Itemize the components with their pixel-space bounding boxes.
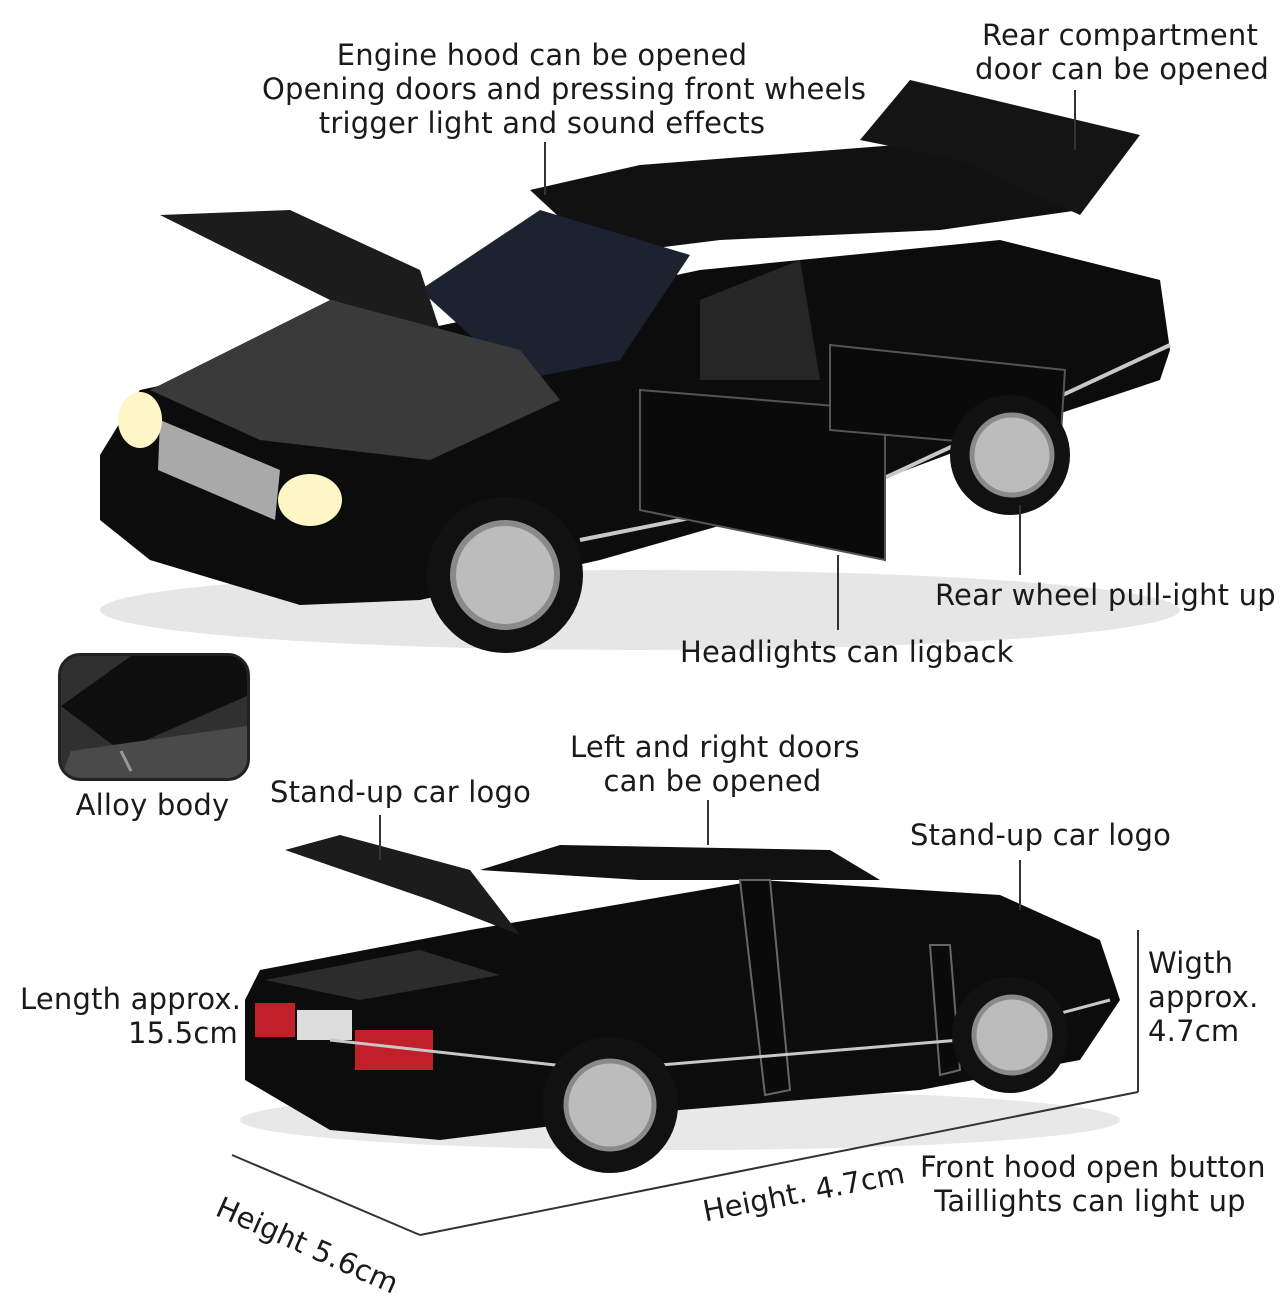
- label-line: Stand-up car logo: [910, 818, 1172, 852]
- label-logo-right: Stand-up car logo: [910, 818, 1172, 852]
- label-logo-left: Stand-up car logo: [270, 775, 532, 809]
- label-line: Wigth: [1148, 946, 1234, 980]
- label-line: can be opened: [603, 764, 822, 798]
- label-line: Alloy body: [75, 788, 230, 822]
- label-hood-button: Front hood open button Taillights can li…: [920, 1150, 1266, 1218]
- label-line: Rear compartment: [981, 18, 1259, 52]
- label-line: Left and right doors: [570, 730, 860, 764]
- label-line: Headlights can ligback: [680, 635, 1014, 669]
- label-line: Taillights can light up: [934, 1184, 1246, 1218]
- top-car: [100, 80, 1180, 653]
- label-line: Stand-up car logo: [270, 775, 532, 809]
- label-headlights: Headlights can ligback: [680, 635, 1014, 669]
- label-line: Rear wheel pull-ight up: [935, 578, 1276, 612]
- label-doors: Left and right doors can be opened: [570, 730, 860, 798]
- label-line: trigger light and sound effects: [318, 106, 766, 140]
- label-line: Opening doors and pressing front wheels: [262, 72, 867, 106]
- bottom-car: [240, 835, 1120, 1173]
- label-line: Front hood open button: [920, 1150, 1266, 1184]
- label-length: Length approx. 15.5cm: [20, 982, 242, 1050]
- alloy-body-inset: [58, 653, 250, 781]
- label-rear-wheel: Rear wheel pull-ight up: [935, 578, 1276, 612]
- label-line: door can be opened: [975, 52, 1270, 86]
- label-width: Wigth approx. 4.7cm: [1148, 946, 1268, 1048]
- label-alloy-body: Alloy body: [60, 788, 245, 822]
- label-line: Engine hood can be opened: [336, 38, 748, 72]
- label-rear-compartment: Rear compartment door can be opened: [975, 18, 1270, 86]
- alloy-closeup-image: [61, 656, 247, 778]
- label-line: approx.: [1148, 980, 1259, 1014]
- label-line: Length approx.: [20, 982, 242, 1016]
- label-engine-hood: Engine hood can be opened Opening doors …: [262, 38, 867, 140]
- label-line: 4.7cm: [1148, 1014, 1240, 1048]
- label-line: 15.5cm: [128, 1016, 238, 1050]
